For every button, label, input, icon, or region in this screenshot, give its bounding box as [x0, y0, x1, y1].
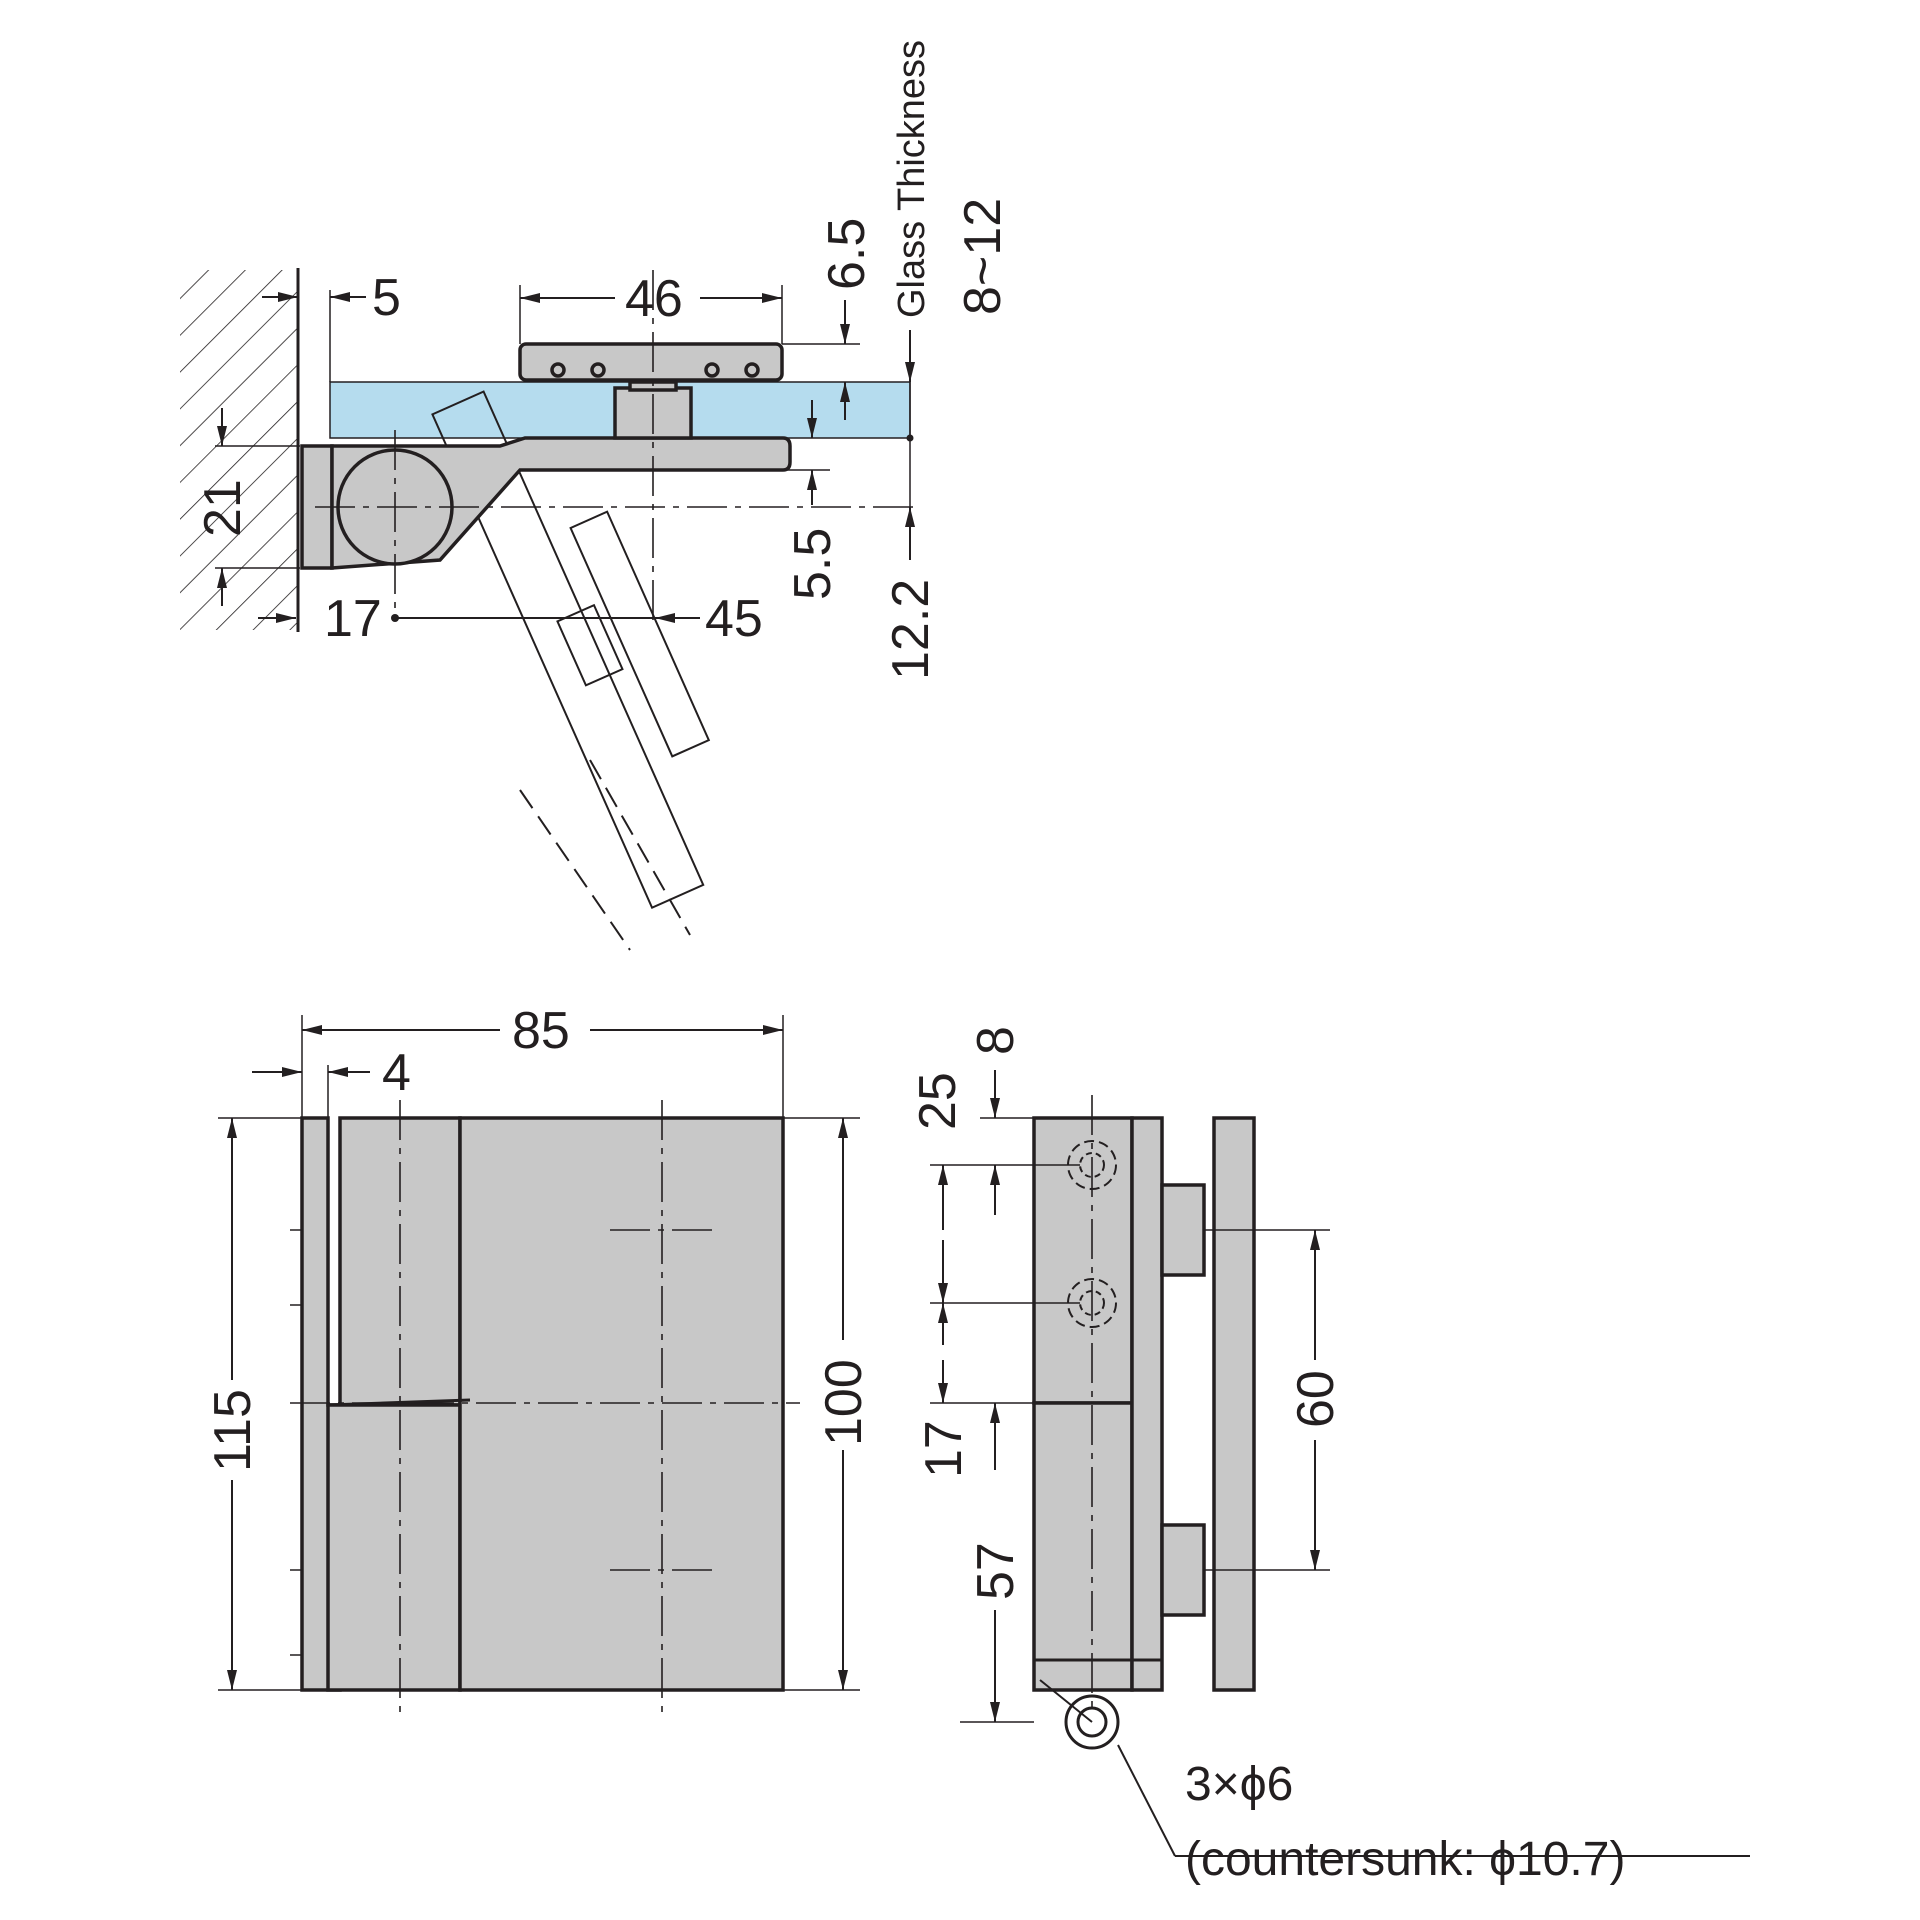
swung-door-hidden-right	[589, 759, 691, 936]
dim-overall-width: 85	[512, 1002, 570, 1060]
glass-thickness-label: Glass Thickness	[891, 40, 933, 318]
side-bolt-lower	[1160, 1523, 1206, 1617]
clamp-bolt-dot	[590, 362, 606, 378]
dim-glass-edge: 45	[705, 590, 763, 648]
front-split-line	[327, 1398, 471, 1407]
dim-bolt-pitch: 60	[1287, 1370, 1345, 1428]
dim-pivot-offset: 17	[324, 590, 382, 648]
countersunk-hole-3	[1064, 1694, 1120, 1750]
dim-body-height: 100	[815, 1359, 873, 1446]
front-view: 85 4 115 100	[204, 1002, 873, 1712]
glass-thickness-range: 8~12	[954, 198, 1012, 315]
swung-door-hidden-left	[519, 789, 631, 951]
side-hinge-body-upper	[1032, 1116, 1134, 1405]
dim-pivot-height: 21	[194, 479, 252, 537]
side-hinge-body-lower	[1032, 1401, 1134, 1692]
countersunk-hole-2	[1067, 1278, 1117, 1328]
countersunk-hole-1	[1067, 1140, 1117, 1190]
dim-dot	[391, 614, 399, 622]
front-hinge-lower	[326, 1403, 462, 1692]
clamp-bolt-dot	[704, 362, 720, 378]
clamp-bolt-dot	[550, 362, 566, 378]
dim-clamp-bottom: 5.5	[784, 528, 842, 600]
dim-first-hole: 25	[909, 1072, 967, 1130]
dim-hole-pitch: 17	[915, 1420, 973, 1478]
side-plate	[1130, 1116, 1164, 1692]
dim-top-offset: 8	[967, 1026, 1025, 1055]
dim-overall-height: 115	[204, 1389, 262, 1472]
dim-bottom-hole: 57	[967, 1542, 1025, 1600]
swung-door-outline	[431, 390, 711, 909]
side-view: 3×ϕ6 (countersunk: ϕ10.7) 8 25 17 57 60	[909, 1026, 1750, 1886]
hole-leader-top	[1039, 1679, 1093, 1723]
front-clamp-body	[458, 1116, 785, 1692]
dim-plate-offset: 4	[382, 1044, 411, 1102]
side-bolt-upper	[1160, 1183, 1206, 1277]
dim-dot	[906, 434, 914, 442]
top-view: 5 46 21 17 45 6.5 5.5 12.2 G	[180, 40, 1012, 951]
wall-hatch	[180, 270, 298, 630]
dim-clamp-width: 46	[625, 270, 683, 328]
clamp-bolt-dot	[744, 362, 760, 378]
hole-leader	[1117, 1744, 1176, 1857]
countersink-note: (countersunk: ϕ10.7)	[1185, 1833, 1625, 1886]
dim-center-to-glass: 12.2	[882, 579, 940, 680]
dim-wall-offset: 5	[372, 269, 401, 327]
side-glass-pad	[1212, 1116, 1256, 1692]
dim-clamp-top: 6.5	[818, 218, 876, 290]
hole-count-note: 3×ϕ6	[1185, 1758, 1293, 1811]
